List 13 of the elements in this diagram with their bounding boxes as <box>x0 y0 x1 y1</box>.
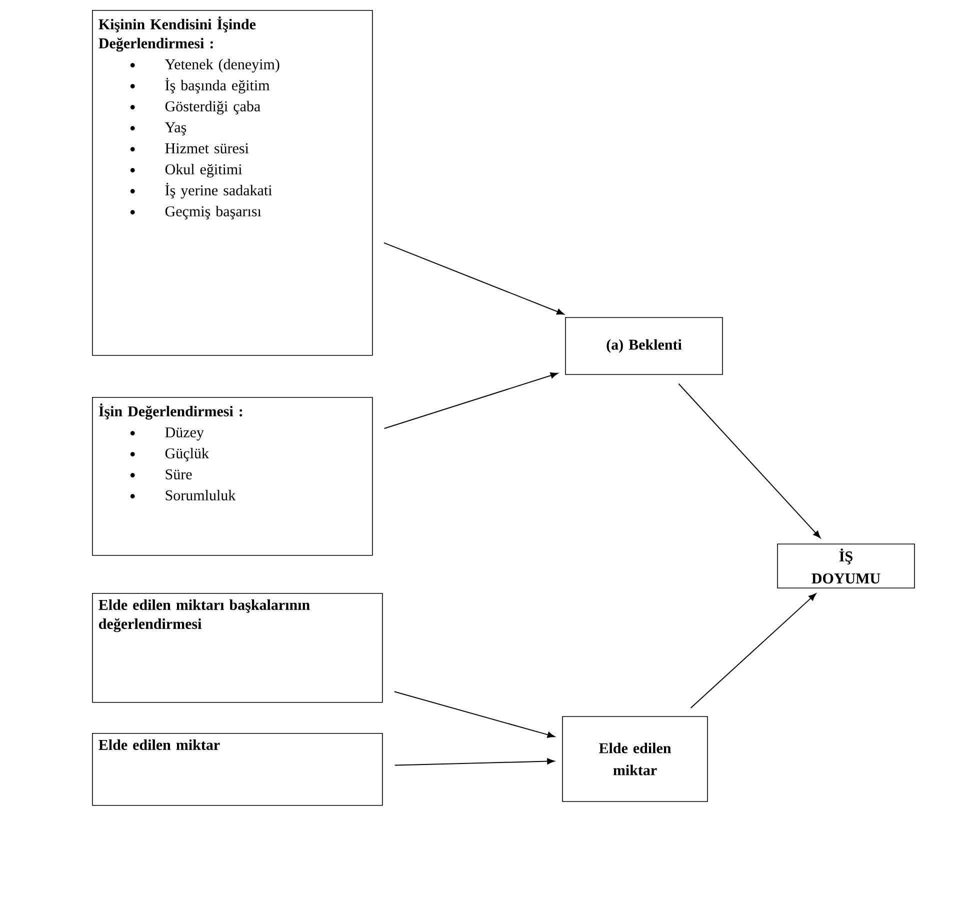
text-box: İşin Değerlendirmesi : Düzey Güçlük Süre Sorumluluk <box>92 397 373 556</box>
process-box: (a) Beklenti <box>565 317 723 375</box>
process-box: İŞ DOYUMU <box>777 544 915 588</box>
arrow <box>394 758 555 766</box>
text-box: Elde edilen miktar <box>92 733 383 806</box>
arrow <box>383 242 564 315</box>
text-box: Kişinin Kendisini İşinde Değerlendirmesi : Yetenek (deneyim) İş başında eğitim Gösterdiği çaba Yaş Hizmet süresi Okul eğitimi İş yerine sadakati Geçmiş başarısı <box>92 10 373 356</box>
text-box: Elde edilen miktarı başkalarının değerlendirmesi <box>92 593 383 703</box>
arrow <box>690 593 816 709</box>
arrow <box>384 372 558 429</box>
process-box: Elde edilen miktar <box>562 716 708 802</box>
arrow <box>678 383 821 538</box>
arrow <box>394 691 555 738</box>
